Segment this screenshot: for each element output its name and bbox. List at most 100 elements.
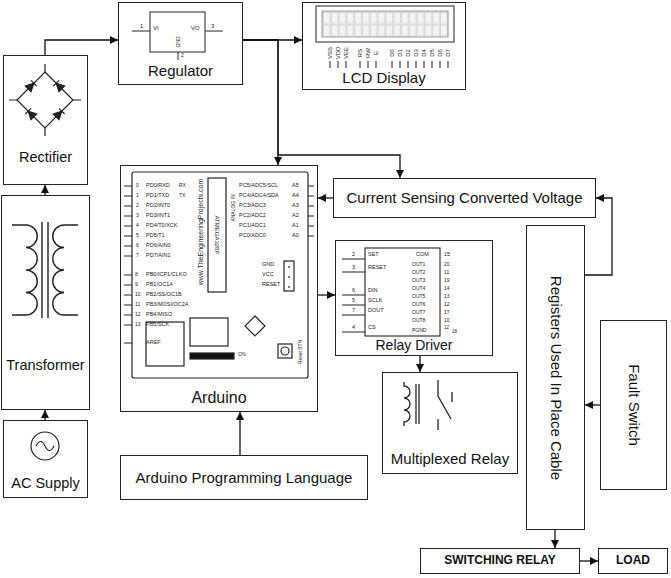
pin-label: PD3/INT1 [146,213,170,219]
cable-box: Registers Used In Place Cable [526,225,585,530]
arduino-board [124,186,132,343]
pin-label: COM [416,252,429,258]
regulator-symbol [132,12,223,60]
pin-label: RS [357,49,363,57]
node-text: LOAD [616,554,650,568]
pin-label: D6 [437,49,443,57]
pin-label: A1 [292,223,299,229]
pin-label: PB0/ICP1/CLKO [146,272,187,278]
pin-label: 17 [444,310,450,315]
lcd-symbol [322,11,448,37]
pin-label: PC5/ADC5/SCL [239,183,278,189]
pin-label: 9 [135,282,138,287]
pin-label: PB3/MOSI/OC2A [146,302,189,308]
node-text: Fault Switch [625,364,642,446]
bridge-rectifier-symbol [25,80,36,91]
pin-label: Reset BTN [298,340,303,364]
node-text: Regulator [148,62,213,79]
regulator-symbol [150,12,205,52]
node-text: Registers Used In Place Cable [547,275,564,479]
arduino-board [281,347,289,355]
pin-label: OUT6 [412,302,425,307]
pin-label: PD7/AIN1 [146,253,170,259]
arduino-board [124,172,314,378]
bridge-rectifier-symbol [25,108,36,119]
arrow-connector [585,404,600,405]
arduino-board [190,318,228,346]
transformer-box: Transformer [1,195,89,410]
pin-label: A5 [292,183,299,189]
pin-label: 1 [136,193,139,198]
arrow-connector [318,294,335,295]
pin-label: 8 [135,272,138,277]
relay-symbol [416,384,419,424]
pin-label: ANALOG IN [231,194,236,221]
regulator-symbol [132,31,223,60]
arduino-board [132,172,308,378]
bridge-rectifier-symbol [53,80,59,86]
pin-label: GND [176,36,181,47]
pin-label: 2 [352,252,355,258]
regulator-box: Regulator [118,2,243,85]
node-text: AC Supply [11,475,80,492]
ac-supply-box: AC Supply [3,420,88,498]
node-text: Arduino [191,389,246,407]
pin-label: 4 [352,325,355,331]
switching-relay-box: SWITCHING RELAY [420,548,580,574]
fault-switch-box: Fault Switch [600,320,667,490]
bridge-rectifier-symbol [53,80,64,91]
pin-label: D7 [445,49,451,57]
pin-label: CS [368,325,376,331]
pin-label: PC0/ADC0 [239,233,266,239]
pin-label: OUT7 [412,310,425,315]
pin-label: 10 [135,292,141,297]
language-box: Arduino Programming Language [120,455,368,500]
node-text: LCD Display [342,69,425,86]
pin-label: 1 [140,23,143,29]
ac-source-symbol [31,432,59,460]
arrow-connector [580,560,598,561]
ac-source-symbol [31,432,59,460]
pin-label: SET [368,252,379,258]
pin-label: PD5/T1 [146,233,165,239]
relay-box: Multiplexed Relay [382,372,518,474]
pin-label: PC3/ADC3 [239,203,266,209]
pin-label: RX [179,183,186,188]
relay-driver-chip [342,259,365,332]
pin-label: SCLK [368,298,382,304]
sensing-box: Current Sensing Converted Voltage [333,178,596,218]
lcd-symbol [316,6,454,42]
pin-label: D0 [389,49,395,57]
pin-label: PB4/MISO [146,312,172,318]
arrow-connector [318,197,333,198]
arrow-connector [45,40,118,55]
pin-label: VSS [327,47,333,59]
pin-label: 6 [352,288,355,294]
pin-label: VCC [262,272,274,278]
pin-label: 20 [444,262,450,267]
pin-label: PC2/ADC2 [239,213,266,219]
transformer-symbol [53,225,78,315]
bridge-rectifier-symbol [17,72,73,128]
pin-label: VO [191,25,200,31]
arrow-connector [243,40,400,178]
pin-label: 5 [352,298,355,304]
bridge-rectifier-symbol [25,108,31,114]
load-box: LOAD [598,548,668,574]
pin-label: DIN [368,288,377,294]
pin-label: D1 [397,49,403,57]
pin-label: 10 [444,318,450,323]
pin-label: A3 [292,203,299,209]
bridge-rectifier-symbol [53,80,64,91]
pin-label: OUT8 [412,318,425,323]
pin-label: 6 [136,243,139,248]
arduino-board [208,178,226,292]
pin-label: GND [262,262,274,268]
relay-symbol [404,380,452,430]
bridge-rectifier-symbol [25,108,36,119]
pin-label: 12 [444,326,449,331]
bridge-rectifier-symbol [25,80,36,91]
transformer-symbol [12,222,78,318]
rectifier-box: Rectifier [3,55,88,185]
